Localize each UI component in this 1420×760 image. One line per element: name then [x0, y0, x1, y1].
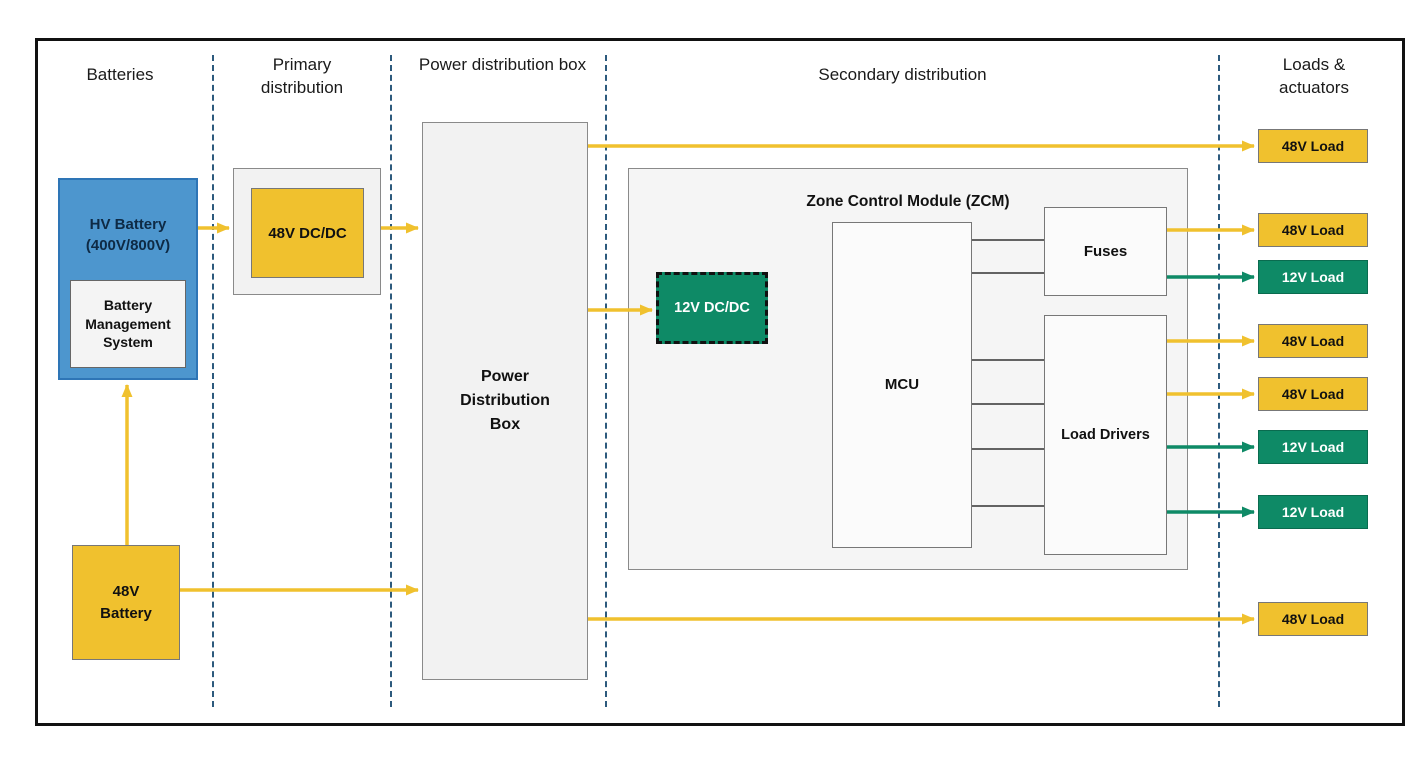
- divider-batteries-primary: [212, 55, 214, 707]
- load-48v-4: 48V Load: [1258, 377, 1368, 411]
- zcm-title: Zone Control Module (ZCM): [806, 193, 1010, 210]
- header-power-distribution-box: Power distribution box: [418, 55, 587, 74]
- load-12v-1: 12V Load: [1258, 260, 1368, 294]
- load-12v-3: 12V Load: [1258, 495, 1368, 529]
- power-distribution-box-block: Power Distribution Box: [422, 122, 588, 680]
- load-48v-5: 48V Load: [1258, 602, 1368, 636]
- divider-primary-pdb: [390, 55, 392, 707]
- fuses-block: Fuses: [1044, 207, 1167, 296]
- dcdc-12v-block: 12V DC/DC: [656, 272, 768, 344]
- dcdc-48v-block: 48V DC/DC: [251, 188, 364, 278]
- battery-48v-block: 48V Battery: [72, 545, 180, 660]
- header-loads-actuators: Loads & actuators: [1279, 55, 1349, 97]
- load-drivers-block: Load Drivers: [1044, 315, 1167, 555]
- hv-battery-label: HV Battery (400V/800V): [85, 216, 171, 254]
- load-48v-2: 48V Load: [1258, 213, 1368, 247]
- hv-battery-block: HV Battery (400V/800V) Battery Managemen…: [58, 178, 198, 380]
- divider-secondary-loads: [1218, 55, 1220, 707]
- load-48v-3: 48V Load: [1258, 324, 1368, 358]
- header-primary-distribution: Primary distribution: [260, 55, 344, 97]
- battery-management-system-block: Battery Management System: [70, 280, 186, 368]
- load-48v-1: 48V Load: [1258, 129, 1368, 163]
- divider-pdb-secondary: [605, 55, 607, 707]
- load-12v-2: 12V Load: [1258, 430, 1368, 464]
- mcu-block: MCU: [832, 222, 972, 548]
- header-secondary-distribution: Secondary distribution: [818, 65, 987, 84]
- header-batteries: Batteries: [86, 65, 154, 84]
